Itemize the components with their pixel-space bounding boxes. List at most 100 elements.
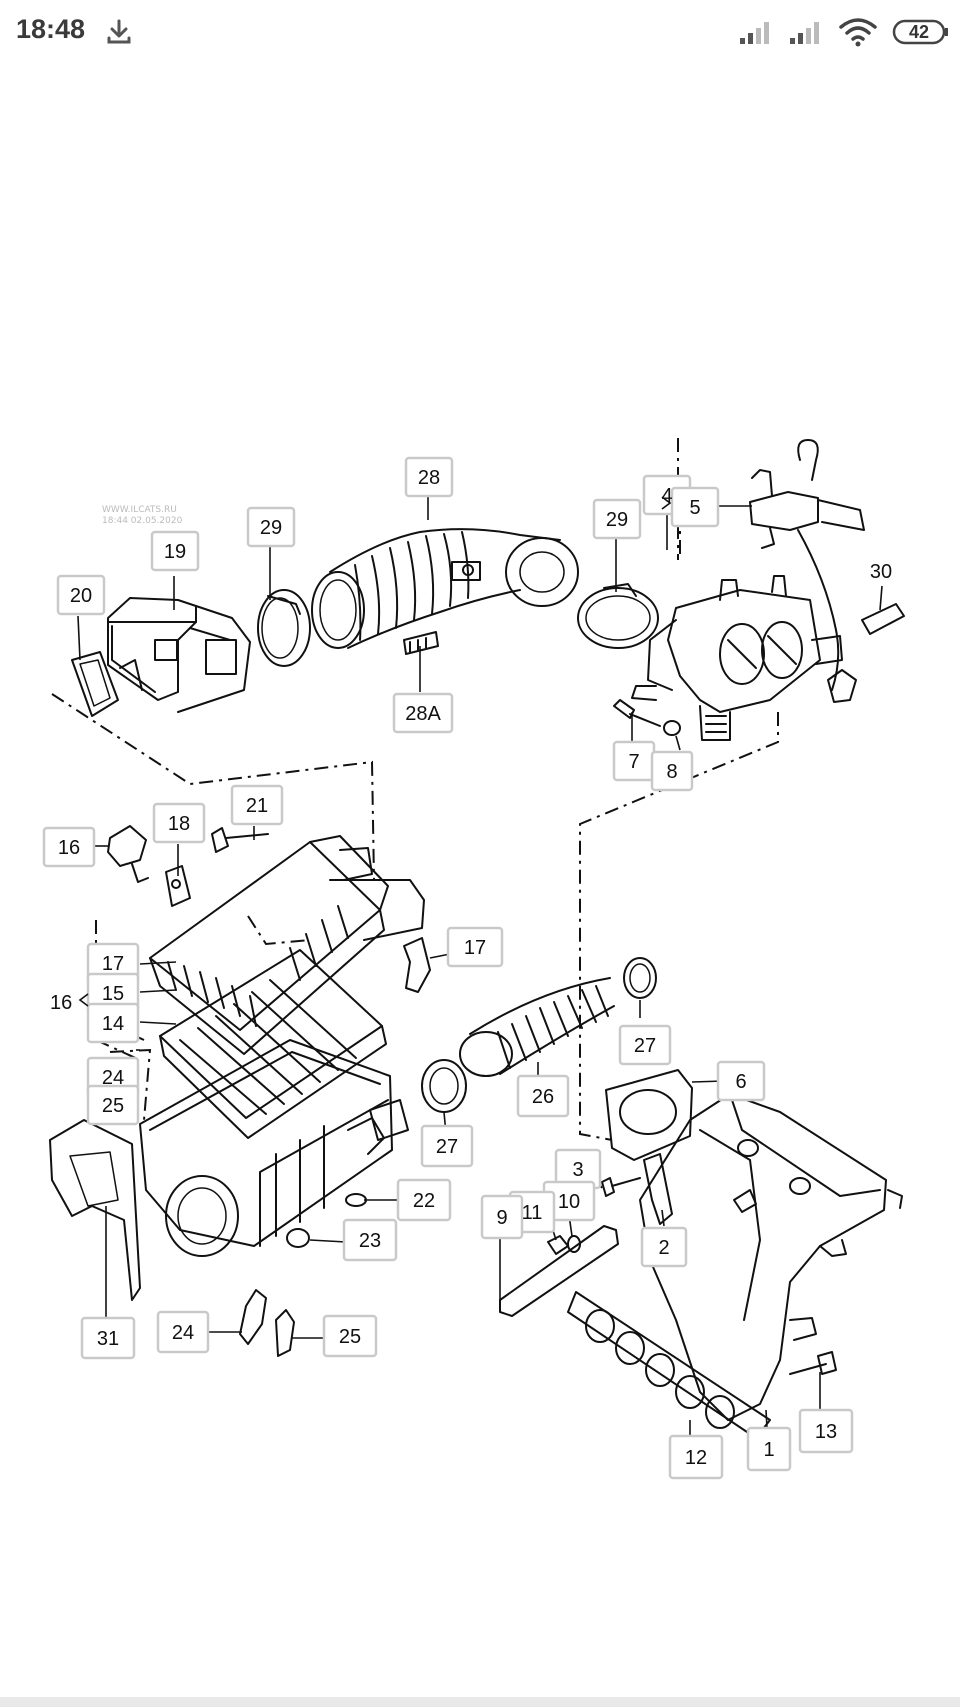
manifold-gasket-drawing — [567, 1291, 771, 1439]
callout-boxes — [42, 456, 854, 1480]
callout-22: 22 — [413, 1190, 435, 1212]
status-time: 18:48 — [16, 14, 86, 44]
callout-box-18 — [152, 802, 206, 844]
nut-drawing — [547, 1235, 569, 1255]
callout-23: 23 — [359, 1230, 381, 1252]
wifi-icon — [839, 18, 877, 47]
air-cleaner-housing-drawing — [139, 835, 425, 1257]
callout-8: 8 — [666, 761, 677, 783]
callout-box-27b — [420, 1124, 474, 1168]
callout-box-14 — [86, 1002, 140, 1044]
callout-box-16b — [42, 826, 96, 868]
throttle-gasket-drawing — [605, 1069, 693, 1161]
callout-2: 2 — [658, 1237, 669, 1259]
intake-hose-drawing — [459, 977, 615, 1077]
signal-icon — [740, 22, 769, 44]
callout-box-19 — [150, 530, 200, 572]
callout-25b: 25 — [339, 1326, 361, 1348]
callout-box-22 — [396, 1178, 452, 1222]
callout-20: 20 — [70, 585, 92, 607]
plug-drawing — [403, 631, 439, 655]
battery-icon: 42 — [892, 19, 948, 45]
callout-17b: 17 — [464, 937, 486, 959]
clip-drawing — [165, 865, 191, 907]
retaining-clip-drawing — [403, 937, 431, 993]
callout-box-27a — [618, 1024, 672, 1066]
housing-bolt-drawing — [211, 827, 269, 853]
callout-box-8 — [650, 750, 694, 792]
callout-19: 19 — [164, 541, 186, 563]
callout-box-21 — [230, 784, 284, 826]
callout-box-31 — [80, 1316, 136, 1360]
leader-lines — [77, 488, 883, 1450]
callout-11: 11 — [522, 1202, 543, 1224]
callout-box-29a — [246, 506, 296, 548]
callout-1: 1 — [763, 1439, 774, 1461]
support-strut-drawing — [499, 1225, 619, 1317]
callout-16b: 16 — [58, 837, 80, 859]
gasket-drawing — [71, 651, 119, 717]
callout-box-28A — [392, 692, 454, 734]
callout-box-5 — [670, 486, 720, 528]
callout-21: 21 — [246, 795, 268, 817]
throttle-sensor-drawing — [749, 439, 865, 703]
callout-15: 15 — [102, 983, 124, 1005]
callout-7: 7 — [628, 751, 639, 773]
temperature-sensor-drawing — [107, 825, 147, 867]
callout-28A: 28A — [405, 703, 441, 725]
callout-box-25b — [322, 1314, 378, 1358]
callout-25a: 25 — [102, 1095, 124, 1117]
manifold-bolt-drawing — [789, 1351, 837, 1375]
washer-drawing — [345, 1193, 367, 1207]
washer-drawing — [286, 1228, 310, 1248]
callout-27b: 27 — [436, 1136, 458, 1158]
callout-box-20 — [56, 574, 106, 616]
throttle-bolt-drawing — [613, 699, 661, 727]
download-icon — [107, 19, 131, 44]
callout-box-2 — [640, 1226, 688, 1268]
callout-12: 12 — [685, 1447, 707, 1469]
callout-box-25a — [86, 1084, 140, 1126]
callout-box-29b — [592, 498, 642, 540]
callout-3: 3 — [572, 1159, 583, 1181]
callout-box-6 — [716, 1060, 766, 1102]
grommet-drawing — [275, 1309, 295, 1357]
callout-box-17b — [446, 926, 504, 968]
callout-14: 16 — [50, 992, 72, 1014]
signal-icon — [790, 22, 819, 44]
callout-24a: 24 — [102, 1067, 124, 1089]
callout-26: 26 — [532, 1086, 554, 1108]
callout-6: 6 — [735, 1071, 746, 1093]
callout-box-13 — [798, 1408, 854, 1454]
manifold-bracket-drawing — [643, 1153, 673, 1225]
status-bar: 18:48 42 — [0, 0, 960, 64]
callout-27a: 27 — [634, 1035, 656, 1057]
callout-box-12 — [668, 1434, 724, 1480]
callout-10: 10 — [558, 1191, 580, 1213]
callout-17a: 17 — [102, 953, 124, 975]
callout-9: 9 — [496, 1207, 507, 1229]
callout-box-24b — [156, 1310, 210, 1354]
throttle-body-drawing — [631, 575, 843, 741]
callout-24b: 24 — [172, 1322, 194, 1344]
callout-box-9 — [480, 1194, 524, 1240]
callout-14: 14 — [102, 1013, 124, 1035]
hose-clamp-right-drawing — [577, 583, 659, 649]
callout-29a: 29 — [260, 517, 282, 539]
callout-31: 31 — [97, 1328, 119, 1350]
callout-4: 4 — [661, 485, 672, 507]
air-flow-meter-drawing — [107, 597, 251, 713]
battery-level: 42 — [909, 22, 929, 42]
watermark-text: WWW.ILCATS.RU — [102, 505, 177, 515]
callout-18: 18 — [168, 813, 190, 835]
callout-30: 30 — [870, 561, 892, 583]
callout-box-23 — [342, 1218, 398, 1262]
callout-box-28 — [404, 456, 454, 498]
navigation-bar — [0, 1697, 960, 1707]
washer-drawing — [567, 1235, 581, 1253]
hose-clamp-drawing — [623, 957, 657, 999]
callout-28: 28 — [418, 467, 440, 489]
callout-29b: 29 — [606, 509, 628, 531]
